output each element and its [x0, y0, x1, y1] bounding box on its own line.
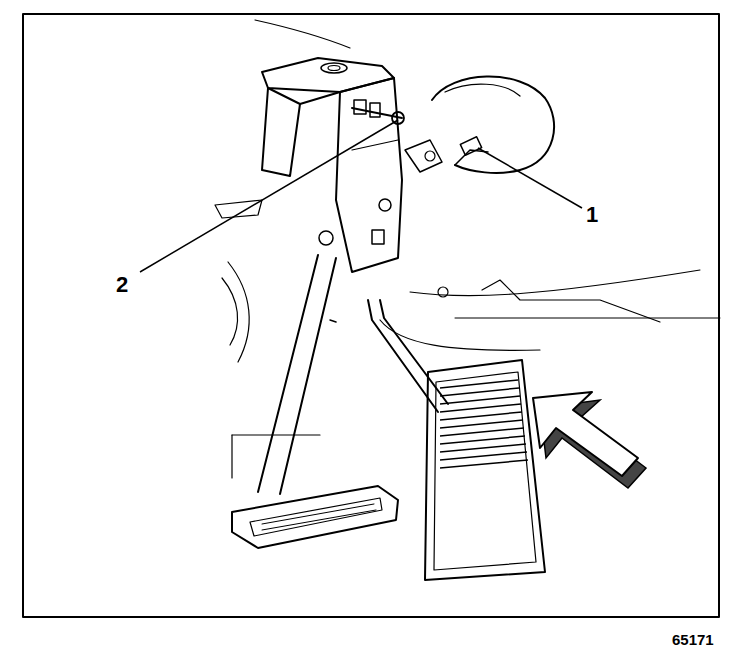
leader-line	[140, 120, 398, 272]
callout-number: 2	[116, 274, 128, 296]
leader-line	[478, 148, 582, 208]
callout-number: 1	[586, 204, 598, 226]
frame	[23, 14, 719, 617]
figure-number: 65171	[672, 632, 714, 647]
